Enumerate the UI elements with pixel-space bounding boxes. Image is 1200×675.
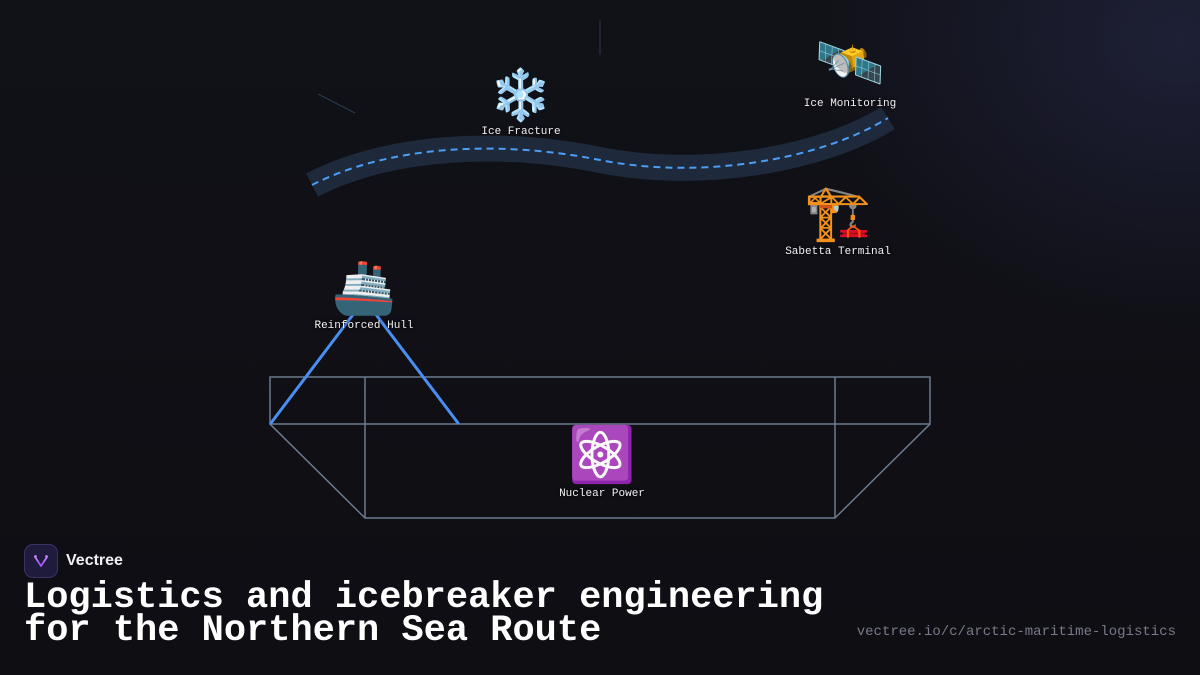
node-reinforced-hull[interactable]: 🚢 Reinforced Hull xyxy=(314,262,413,332)
hull-connector-lines xyxy=(269,306,460,425)
brand[interactable]: Vectree xyxy=(24,544,123,578)
node-ice-fracture[interactable]: ❄️ Ice Fracture xyxy=(481,70,560,138)
node-label: Nuclear Power xyxy=(559,488,645,500)
page-title-line-1: Logistics and icebreaker engineering xyxy=(24,577,824,619)
hull-outline xyxy=(269,376,931,519)
vectree-logo-mark xyxy=(34,555,48,567)
hull-connector-left xyxy=(269,306,360,425)
node-label: Ice Monitoring xyxy=(803,98,897,110)
satellite-icon: 🛰️ xyxy=(815,31,885,96)
vectree-logo-icon xyxy=(24,544,58,578)
decor-line-diagonal xyxy=(317,93,356,114)
hull-connector-right xyxy=(369,306,460,425)
node-label: Ice Fracture xyxy=(481,126,561,138)
node-label: Sabetta Terminal xyxy=(785,246,891,258)
page-title-line-2: for the Northern Sea Route xyxy=(24,610,602,652)
sea-route-dashed-path xyxy=(311,117,889,186)
sea-route-band xyxy=(306,106,895,197)
page-title: Logistics and icebreaker engineering for… xyxy=(24,580,844,650)
atom-icon: ⚛️ xyxy=(568,423,636,486)
node-sabetta-terminal[interactable]: 🏗️ Sabetta Terminal xyxy=(785,181,891,259)
brand-name: Vectree xyxy=(66,552,123,569)
snowflake-icon: ❄️ xyxy=(489,66,553,124)
node-ice-monitoring[interactable]: 🛰️ Ice Monitoring xyxy=(803,31,897,111)
ship-icon: 🚢 xyxy=(331,258,397,318)
node-nuclear-power[interactable]: ⚛️ Nuclear Power xyxy=(559,423,645,501)
crane-icon: 🏗️ xyxy=(804,181,872,244)
node-label: Reinforced Hull xyxy=(314,320,414,332)
site-url[interactable]: vectree.io/c/arctic-maritime-logistics xyxy=(856,624,1176,640)
